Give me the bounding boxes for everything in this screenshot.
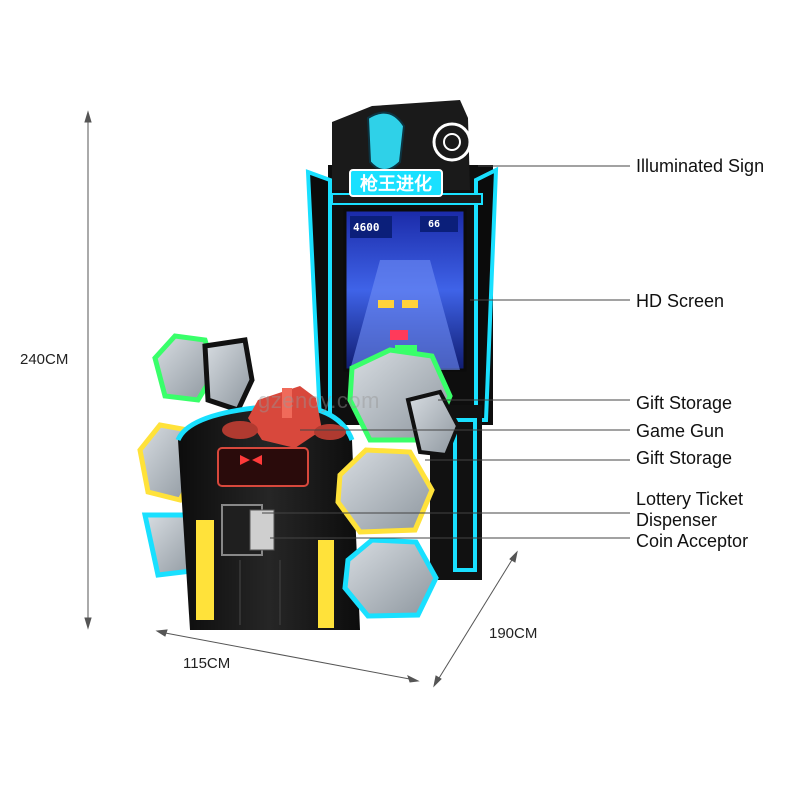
- callout-lines: [262, 165, 630, 539]
- height-label: 240CM: [20, 351, 69, 368]
- width-dimension-line: [155, 629, 420, 683]
- sign-title: 枪王进化: [360, 173, 432, 195]
- screen-right-value: 66: [428, 219, 441, 230]
- right-gift-storage: [335, 347, 461, 619]
- screen-score: 4600: [353, 221, 380, 234]
- width-label: 115CM: [183, 655, 231, 672]
- label-dispenser: Dispenser: [636, 510, 718, 530]
- label-gift-storage-top: Gift Storage: [636, 393, 733, 413]
- front-console: [175, 402, 360, 630]
- label-illuminated-sign: Illuminated Sign: [636, 156, 765, 176]
- label-hd-screen: HD Screen: [636, 291, 725, 311]
- label-lottery-ticket: Lottery Ticket: [636, 489, 744, 509]
- label-game-gun: Game Gun: [636, 421, 725, 441]
- watermark: gzenoy.com: [258, 388, 380, 413]
- depth-label: 190CM: [489, 625, 538, 642]
- label-coin-acceptor: Coin Acceptor: [636, 531, 749, 551]
- illuminated-sign: 枪王进化: [332, 100, 472, 197]
- label-gift-storage-bottom: Gift Storage: [636, 448, 733, 468]
- depth-dimension-line: [433, 550, 518, 688]
- hd-screen: [343, 208, 467, 372]
- game-gun: [222, 386, 346, 448]
- height-dimension-line: [84, 110, 92, 630]
